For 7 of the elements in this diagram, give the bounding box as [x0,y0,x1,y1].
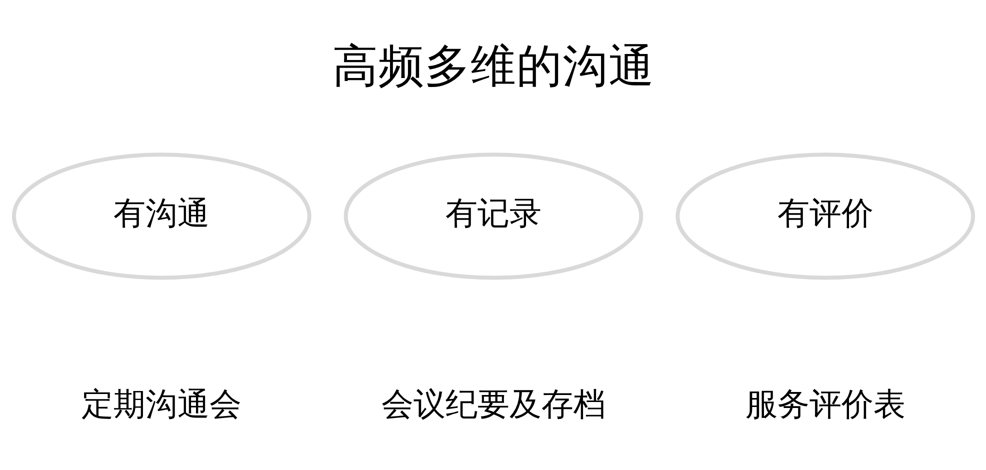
node-label: 定期沟通会 [81,385,242,424]
node-label: 会议纪要及存档 [381,385,605,424]
node-ellipse: 有记录 [343,152,643,280]
diagram-title: 高频多维的沟通 [332,40,654,93]
node-ellipse: 有评价 [675,152,975,280]
node-label: 服务评价表 [744,385,905,424]
node-ellipse: 有沟通 [11,152,311,280]
